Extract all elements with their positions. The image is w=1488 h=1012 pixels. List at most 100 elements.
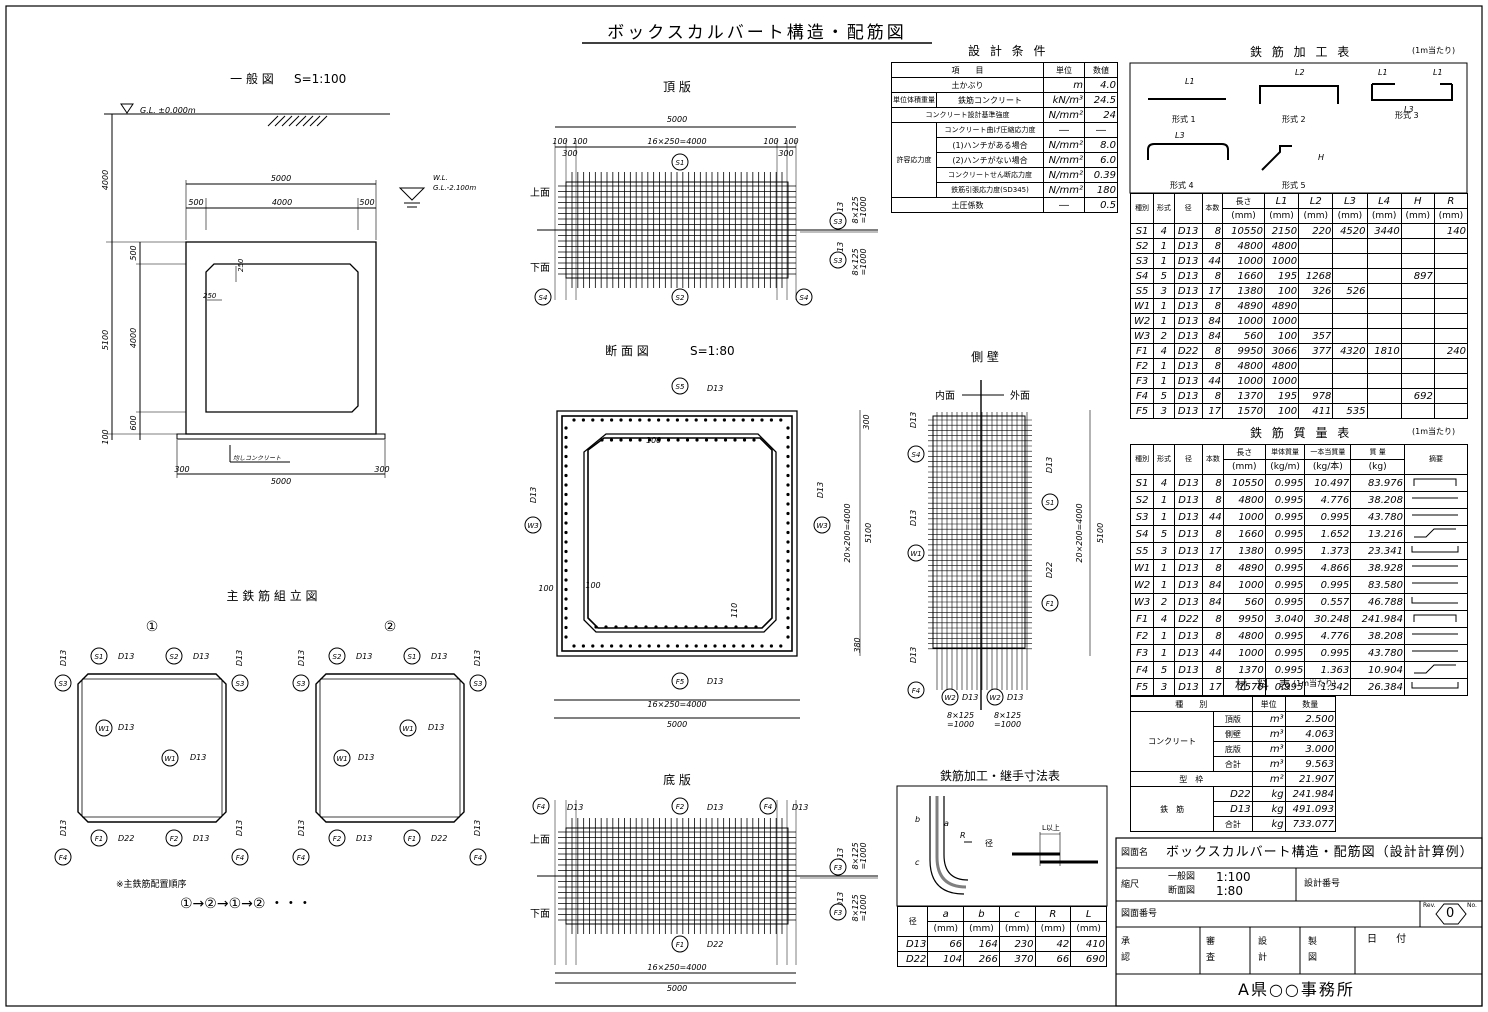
table-cell [1400,253,1435,269]
bar-mark-s3: S3 [292,674,310,692]
rebar-dot [786,616,790,620]
bar-shape-sketch [1404,525,1468,543]
table-cell: 5 [1153,525,1175,543]
svg-text:100: 100 [646,436,661,445]
svg-text:20×200=4000: 20×200=4000 [1075,503,1084,562]
rebar-dot [786,483,790,487]
svg-text:H: H [1318,153,1324,162]
rebar-dot [694,644,698,648]
bar-mark-f4: F4 [54,848,72,866]
svg-text:D13: D13 [59,650,68,666]
table-cell: kN/m³ [1043,92,1085,108]
table-cell: 0.995 [1264,525,1306,543]
table-cell [1366,238,1402,254]
table-header-row: 種別 形式 径 本数 長さ 単体質量 一本当質量 質 量 摘要 [1129,444,1468,475]
table-cell: 10.497 [1304,474,1352,492]
svg-text:D13: D13 [792,803,808,812]
rebar-dot [722,418,727,422]
rebar-dot [695,438,699,442]
table-cell: 66 [1034,951,1072,967]
table-cell: 4520 [1332,223,1368,239]
svg-text:5000: 5000 [667,984,687,993]
bar-mark-label: S4 [912,451,921,459]
tb-check: 審 査 [1206,937,1216,963]
table-cell: 2150 [1263,223,1300,239]
bar-mark-label: F1 [95,835,103,843]
table-cell: 0.995 [1264,542,1306,560]
rebar-dot [786,559,790,563]
bar-mark-f4: F4 [469,848,487,866]
bar-shape-sketch [1404,661,1468,679]
svg-text:D13: D13 [909,412,918,428]
table-cell: 鉄筋コンクリート [936,92,1044,108]
bar-mark-s1: S1 [1041,493,1059,511]
table-header-cell: L2 [1298,193,1334,209]
table-cell [1298,358,1334,374]
table-cell: D13 [1173,508,1204,526]
table-cell: 4.866 [1304,559,1352,577]
table-cell [1400,298,1435,314]
joint-diagram: 鉄筋加工・継手寸法表 b c a R 径 L以上 [896,768,1108,907]
top-slab-view: 頂 版 5000 16×250=4000 100 100 100 100 300… [530,80,878,300]
table-header-cell: 長さ [1222,193,1265,209]
assembly-frame-1 [77,673,227,823]
table-cell: 0.995 [1264,491,1306,509]
table-header-row: 種 別 単位 数量 [1130,696,1337,712]
table-header-cell: 形式 [1153,193,1175,224]
tb-draft: 製 図 [1308,937,1318,963]
bar-mark-w1: W1 [399,719,417,737]
table-cell: 4 [1153,343,1175,359]
svg-text:形式 1: 形式 1 [1172,114,1196,124]
table-cell: 978 [1298,388,1334,404]
rebar-dot [751,644,755,648]
rebar-dot [786,540,790,544]
table-cell [1366,268,1402,284]
svg-text:250: 250 [237,258,245,272]
table-cell: 0.5 [1084,197,1118,213]
rebar-dot [564,473,568,478]
side-wall-label: 側 壁 [971,349,999,364]
table-header-cell: 径 [1173,444,1204,475]
table-cell [1366,253,1402,269]
table-cell: m² [1251,771,1286,787]
rebar-dot [714,438,718,442]
table-cell [1400,313,1435,329]
table-cell: 140 [1433,223,1469,239]
table-header-cell: 径 [1173,193,1203,224]
svg-text:100: 100 [763,137,778,146]
bar-mark-label: F1 [676,941,684,949]
svg-text:5100: 5100 [864,523,873,543]
table-unit-cell: (kg) [1350,459,1405,475]
svg-text:D13: D13 [836,892,845,908]
table-cell [1366,313,1402,329]
table-cell: 3 [1153,283,1175,299]
section-scale: S=1:80 [690,344,735,358]
table-cell: 43.780 [1350,508,1405,526]
table-cell: 5 [1153,268,1175,284]
bar-mark-label: W1 [910,550,921,558]
table-unit-cell: (mm) [998,921,1036,937]
table-cell: F1 [1129,343,1155,359]
table-cell: 4.0 [1084,77,1118,93]
svg-text:D13: D13 [59,820,68,836]
svg-text:100: 100 [101,429,110,444]
rebar-dot [786,606,790,611]
table-cell: 3 [1153,678,1175,696]
bottom-slab-label: 底 版 [663,772,691,787]
table-cell: 17 [1201,403,1224,419]
tb-drawing-name: ボックスカルバート構造・配筋図（設計計算例） [1166,845,1474,860]
rebar-dot [666,438,671,442]
rebar-dot [786,568,790,573]
bar-mark-label: F2 [676,803,685,811]
table-header-cell: 単位 [1251,696,1286,712]
rebar-dot [619,418,623,422]
table-row: 許容応力度コンクリート曲げ圧縮応力度―― [891,122,1118,198]
